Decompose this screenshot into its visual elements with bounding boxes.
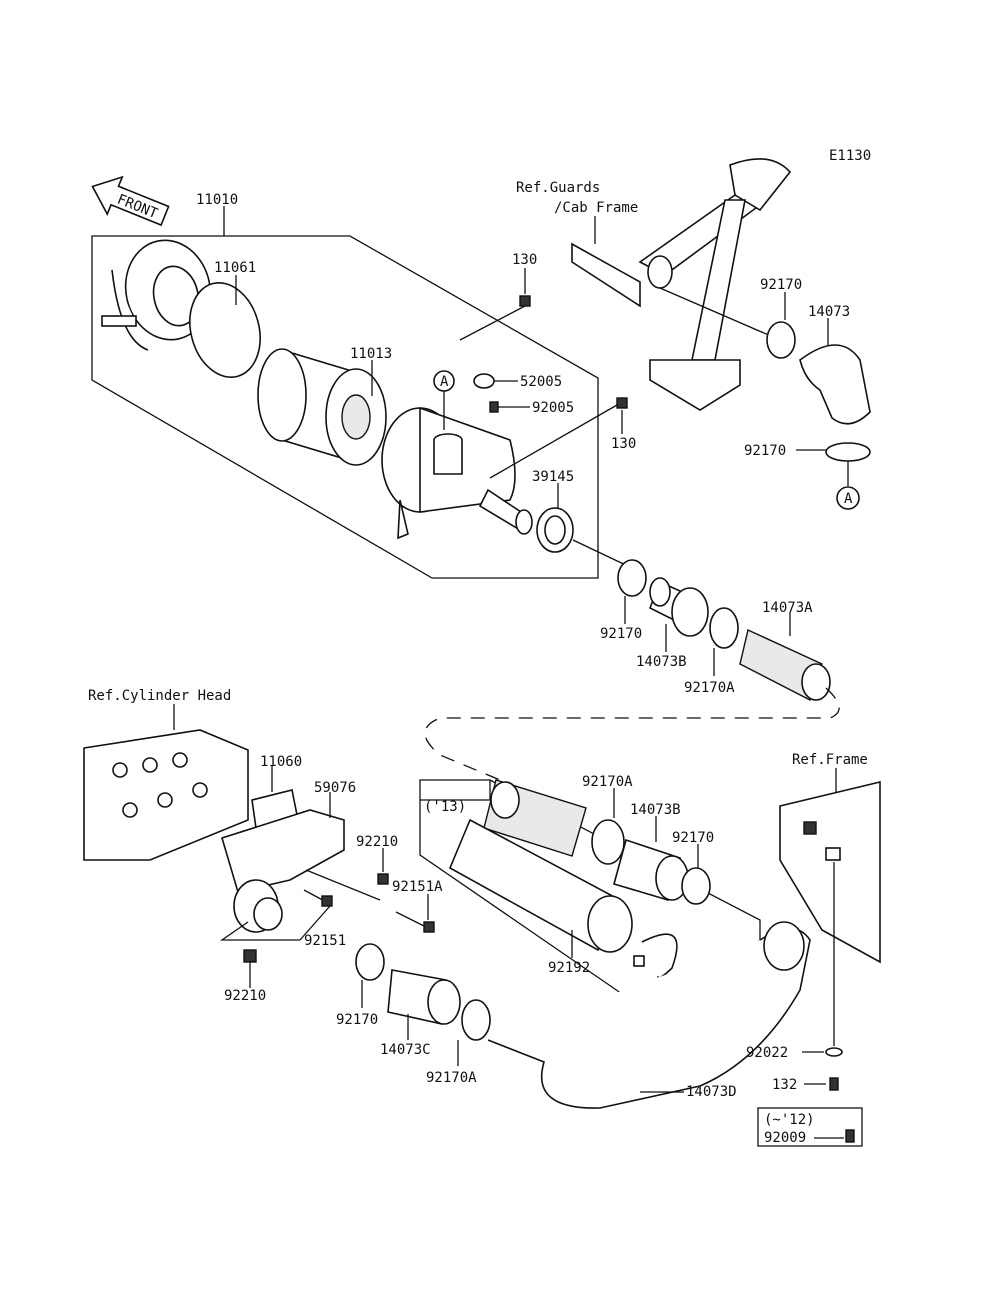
cab-frame-bracket: [571, 158, 792, 411]
label-14073B-upper: 14073B: [636, 654, 687, 670]
label-14073C: 14073C: [380, 1042, 431, 1058]
hose-14073C: [387, 969, 461, 1025]
label-92022: 92022: [746, 1045, 788, 1061]
clamp-92170A-lower: [461, 999, 491, 1041]
bolt-92151A: [395, 911, 435, 933]
marker-a-right: A: [844, 491, 853, 507]
front-arrow-icon: FRONT: [91, 175, 170, 227]
label-92210-lower: 92210: [224, 988, 266, 1004]
year-12-box: [757, 1107, 863, 1147]
label-92170-lower: 92170: [336, 1012, 378, 1028]
diagram-code: E1130: [829, 148, 871, 164]
label-92192: 92192: [548, 960, 590, 976]
label-92170-top: 92170: [760, 277, 802, 293]
clamp-92170-lower: [355, 943, 385, 981]
ref-guards-label: Ref.Guards: [516, 180, 600, 196]
label-92151A: 92151A: [392, 879, 443, 895]
bellows-14073A-upper: [739, 629, 831, 701]
frame-bracket: [779, 780, 881, 964]
manifold-59076: [221, 809, 345, 933]
ref-frame-label: Ref.Frame: [792, 752, 868, 768]
bolt-92009: [845, 1129, 855, 1143]
label-92170-low: 92170: [600, 626, 642, 642]
label-92170-mid: 92170: [744, 443, 786, 459]
air-cleaner-cover: [101, 239, 212, 351]
label-92170A-lower: 92170A: [426, 1070, 477, 1086]
label-11061: 11061: [214, 260, 256, 276]
clamp-92170-top: [766, 321, 796, 359]
year-12-note: (~'12): [764, 1112, 815, 1128]
boot-14073B-lower: [613, 838, 689, 901]
bellows-14073A-lower: [483, 779, 587, 857]
clamp-92170A-mid: [591, 819, 625, 865]
stud-92151: [303, 889, 333, 907]
elbow-14073: [799, 344, 871, 425]
label-14073B-lower: 14073B: [630, 802, 681, 818]
washer-92022: [825, 1047, 843, 1057]
label-92210-upper: 92210: [356, 834, 398, 850]
year-13-note: ('13): [424, 799, 466, 815]
connection-path: [424, 687, 840, 781]
boot-14073B-upper: [648, 577, 709, 637]
label-39145: 39145: [532, 469, 574, 485]
filter-element: [257, 348, 387, 466]
label-14073D: 14073D: [686, 1084, 737, 1100]
clamp-92170-mid: [825, 442, 871, 462]
label-92170-right: 92170: [672, 830, 714, 846]
o-ring-11061: [189, 282, 261, 378]
bolt-130-top: [459, 295, 531, 341]
marker-a-right-circle: [836, 486, 860, 510]
sleeve-92192: [448, 818, 633, 953]
valve-52005: [473, 373, 495, 389]
air-cleaner-housing: [381, 406, 533, 540]
nut-92210-upper: [377, 873, 389, 885]
label-11060: 11060: [260, 754, 302, 770]
label-11013: 11013: [350, 346, 392, 362]
label-132: 132: [772, 1077, 797, 1093]
clamp-92170A-upper: [709, 607, 739, 649]
label-59076: 59076: [314, 780, 356, 796]
label-92151: 92151: [304, 933, 346, 949]
bolt-130-right: [489, 397, 628, 479]
label-92170A-mid: 92170A: [582, 774, 633, 790]
ref-cab-frame-label: /Cab Frame: [554, 200, 638, 216]
label-14073A-upper: 14073A: [762, 600, 813, 616]
clamp-92170-right: [681, 867, 711, 905]
label-130-top: 130: [512, 252, 537, 268]
marker-a-top: A: [440, 374, 449, 390]
label-92170A-upper: 92170A: [684, 680, 735, 696]
label-11010: 11010: [196, 192, 238, 208]
cylinder-head: [83, 729, 249, 861]
year-13-box: [419, 779, 761, 1021]
label-92005: 92005: [532, 400, 574, 416]
nut-92210-lower: [243, 949, 257, 963]
clamp-92005: [489, 401, 499, 413]
clamp-92170-low: [617, 559, 647, 597]
label-14073: 14073: [808, 304, 850, 320]
assembly-outline: [91, 206, 599, 579]
bolt-132: [829, 1077, 839, 1091]
label-52005: 52005: [520, 374, 562, 390]
label-92009: 92009: [764, 1130, 806, 1146]
label-130-right: 130: [611, 436, 636, 452]
ref-cylinder-head-label: Ref.Cylinder Head: [88, 688, 231, 704]
